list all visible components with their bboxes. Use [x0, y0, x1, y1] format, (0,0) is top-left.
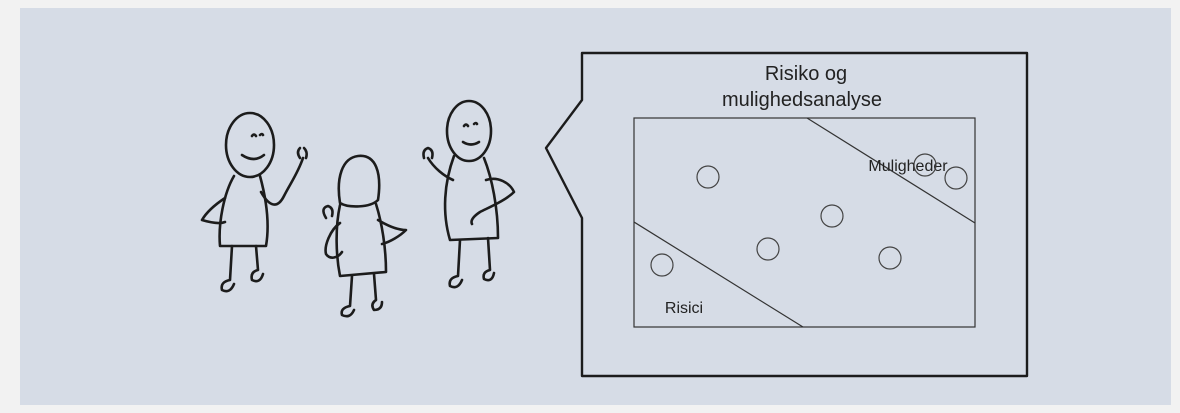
label-opportunities: Muligheder — [868, 158, 948, 175]
person-middle — [322, 154, 408, 318]
matrix-point — [820, 204, 844, 228]
matrix-point — [756, 237, 780, 261]
bubble-title-line1: Risiko og — [765, 63, 847, 85]
matrix-frame — [633, 117, 976, 328]
opportunity-divider — [806, 117, 976, 224]
risk-opportunity-matrix: Muligheder Risici — [633, 117, 976, 328]
person-left — [200, 111, 308, 293]
matrix-point — [913, 153, 937, 177]
matrix-point — [878, 246, 902, 270]
bubble-title-line2: mulighedsanalyse — [722, 89, 882, 111]
matrix-point — [944, 166, 968, 190]
illustration-svg: Risiko og mulighedsanalyse Muligheder Ri… — [200, 51, 1029, 378]
risk-divider — [633, 221, 804, 328]
matrix-point — [650, 253, 674, 277]
matrix-point — [696, 165, 720, 189]
label-risks: Risici — [665, 300, 703, 317]
speech-bubble — [544, 51, 1029, 378]
illustration-canvas: Risiko og mulighedsanalyse Muligheder Ri… — [20, 8, 1171, 405]
person-right — [422, 99, 516, 289]
